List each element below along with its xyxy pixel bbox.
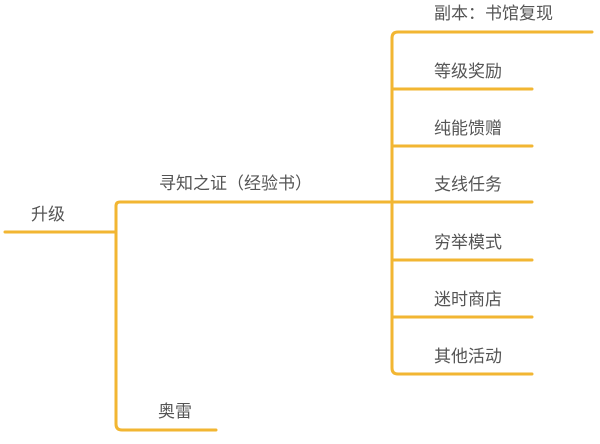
leaf-node-level-reward: 等级奖励 <box>434 62 502 82</box>
branch-node-xunzhi: 寻知之证（经验书） <box>159 174 312 194</box>
leaf-node-exhaust-mode: 穷举模式 <box>434 233 502 253</box>
leaf-node-other-events: 其他活动 <box>434 347 502 367</box>
root-node: 升级 <box>31 205 65 225</box>
leaf-node-pure-gift: 纯能馈赠 <box>434 119 502 139</box>
branch-node-aolei: 奥雷 <box>158 402 192 422</box>
leaf-node-side-quest: 支线任务 <box>434 175 502 195</box>
leaf-node-shop: 迷时商店 <box>434 290 502 310</box>
leaf-node-dungeon: 副本：书馆复现 <box>434 4 553 24</box>
